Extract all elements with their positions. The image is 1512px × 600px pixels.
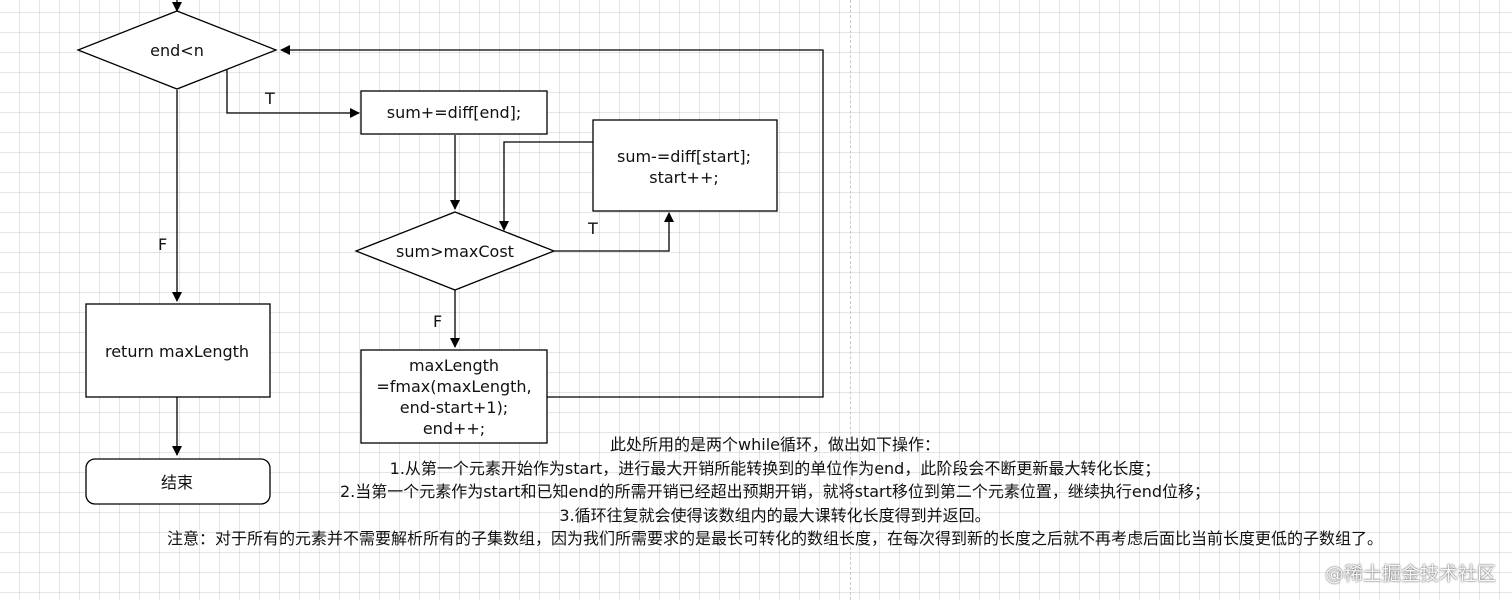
page-guide-line: [850, 0, 851, 600]
loop-back-arrow: [280, 45, 824, 398]
update-label-line-2: =fmax(maxLength,: [376, 377, 531, 396]
end-terminator[interactable]: 结束: [85, 458, 271, 505]
connectors: [172, 0, 824, 456]
update-box[interactable]: maxLength =fmax(maxLength, end-start+1);…: [360, 349, 548, 444]
note-line: 2.当第一个元素作为start和已知end的所需开销已经超出预期开销，就将sta…: [339, 482, 1211, 501]
end-label: 结束: [161, 473, 193, 492]
sum-sub-box[interactable]: sum-=diff[start]; start++;: [592, 119, 778, 212]
sum-add-label: sum+=diff[end];: [387, 103, 522, 122]
cost-check-label: sum>maxCost: [396, 242, 514, 261]
sum-sub-label-line-2: start++;: [649, 168, 718, 187]
update-label-line-4: end++;: [423, 419, 485, 438]
loop-false-label: F: [158, 235, 167, 254]
update-label-line-1: maxLength: [409, 356, 499, 375]
return-label: return maxLength: [105, 342, 249, 361]
note-line: 注意：对于所有的元素并不需要解析所有的子集数组，因为我们所需要求的是最长可转化的…: [166, 529, 1383, 548]
sum-add-box[interactable]: sum+=diff[end];: [360, 90, 548, 135]
note-line: 1.从第一个元素开始作为start，进行最大开销所能转换到的单位作为end，此阶…: [389, 458, 1161, 478]
return-box[interactable]: return maxLength: [85, 303, 271, 398]
loop-condition-decision[interactable]: end<n: [76, 10, 278, 90]
loop-condition-label: end<n: [150, 41, 204, 60]
explanation-notes: 此处所用的是两个while循环，做出如下操作： 1.从第一个元素开始作为star…: [40, 433, 1510, 551]
sum-sub-label-line-1: sum-=diff[start];: [617, 147, 751, 166]
cost-check-decision[interactable]: sum>maxCost: [354, 211, 556, 291]
note-line: 此处所用的是两个while循环，做出如下操作：: [610, 435, 940, 454]
cost-true-label: T: [587, 219, 598, 238]
loop-true-label: T: [264, 89, 275, 108]
cost-true-arrow: [554, 212, 674, 252]
cost-false-label: F: [433, 312, 442, 331]
sum-sub-back-arrow: [499, 141, 593, 231]
note-line: 3.循环往复就会使得该数组内的最大课转化长度得到并返回。: [559, 505, 991, 525]
update-label-line-3: end-start+1);: [400, 398, 508, 417]
watermark: @稀土掘金技术社区: [1324, 563, 1496, 585]
loop-true-arrow: [226, 70, 360, 118]
